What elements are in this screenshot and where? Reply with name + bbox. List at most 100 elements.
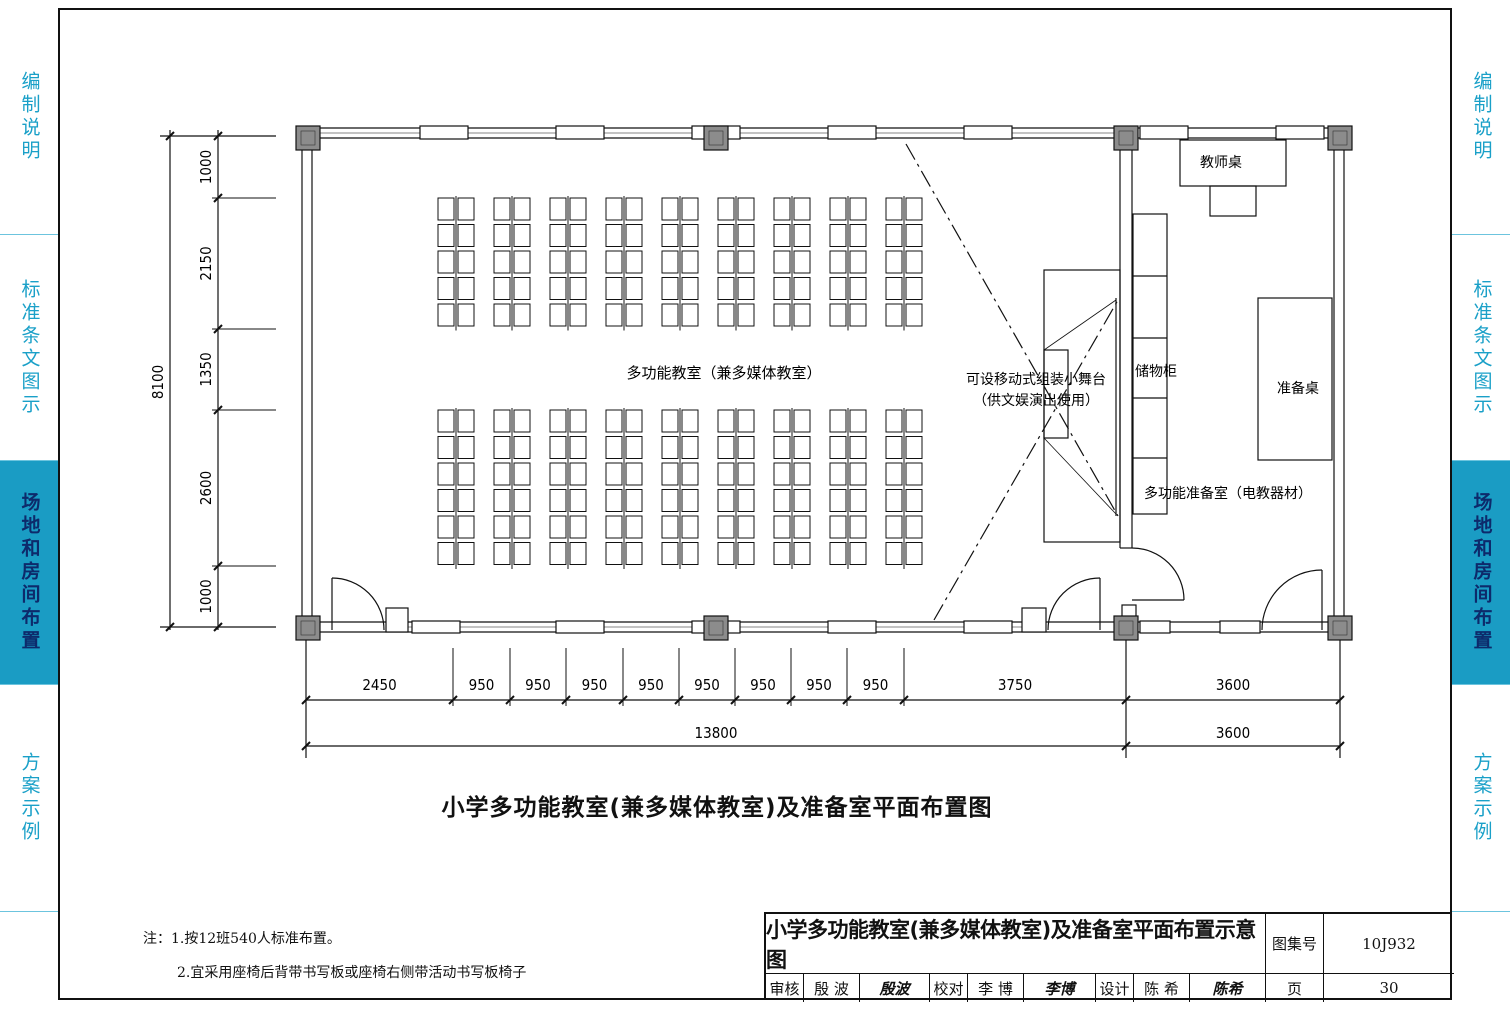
seat	[661, 277, 679, 300]
seat	[569, 489, 587, 512]
seat	[905, 197, 923, 221]
storage-label: 储物柜	[1135, 364, 1177, 380]
seat	[625, 277, 643, 300]
notes: 注：1.按12班540人标准布置。 2.宜采用座椅后背带书写板或座椅右侧带活动书…	[143, 928, 526, 996]
tab-label: 标准条文图示	[18, 278, 41, 417]
seat	[513, 436, 531, 459]
tab-label: 编制说明	[18, 71, 41, 163]
seat	[737, 515, 755, 539]
seat	[773, 542, 791, 565]
seat	[513, 197, 531, 221]
seat	[605, 197, 623, 221]
tab-compile-notes[interactable]: 编制说明	[1452, 0, 1510, 234]
seat	[885, 409, 903, 433]
seat	[737, 462, 755, 486]
seat	[513, 224, 531, 247]
dimension-text: 3600	[1216, 676, 1250, 694]
seat	[737, 542, 755, 565]
tab-site-room-layout[interactable]: 场地和房间布置	[1452, 460, 1510, 684]
dimension-text: 13800	[695, 724, 738, 742]
seat	[793, 462, 811, 486]
seat	[849, 277, 867, 300]
main-room-label: 多功能教室（兼多媒体教室）	[626, 364, 821, 382]
seat	[569, 436, 587, 459]
seat	[905, 250, 923, 274]
seat	[773, 277, 791, 300]
check-label: 校对	[930, 974, 968, 1002]
stage-label-line2: （供文娱演出使用）	[973, 392, 1099, 409]
dimension-text: 950	[469, 676, 495, 694]
seat	[493, 250, 511, 274]
seat	[625, 436, 643, 459]
seat	[625, 409, 643, 433]
stage-label-line1: 可设移动式组装小舞台	[966, 372, 1106, 388]
tab-site-room-layout[interactable]: 场地和房间布置	[0, 460, 58, 684]
tab-scheme-examples[interactable]: 方案示例	[1452, 684, 1510, 912]
seat	[437, 409, 455, 433]
seat	[905, 224, 923, 247]
seat	[885, 224, 903, 247]
seat	[493, 224, 511, 247]
right-side-tabs: 编制说明 标准条文图示 场地和房间布置 方案示例	[1452, 0, 1510, 1010]
seat	[549, 250, 567, 274]
seat	[793, 224, 811, 247]
seat	[513, 409, 531, 433]
seat	[513, 277, 531, 300]
seat	[737, 489, 755, 512]
note-1: 注：1.按12班540人标准布置。	[143, 931, 341, 947]
tab-label: 场地和房间布置	[18, 492, 41, 653]
tab-scheme-examples[interactable]: 方案示例	[0, 684, 58, 912]
seat	[661, 515, 679, 539]
seat	[549, 277, 567, 300]
seat	[661, 542, 679, 565]
tab-standard-clauses[interactable]: 标准条文图示	[1452, 234, 1510, 460]
seat	[549, 515, 567, 539]
structural-column	[703, 615, 729, 641]
seat	[885, 303, 903, 327]
teacher-desk-label: 教师桌	[1200, 155, 1242, 171]
check-signature: 李博	[1024, 974, 1096, 1002]
seat	[717, 277, 735, 300]
dimension-text: 1000	[197, 150, 215, 184]
dimension-text: 950	[582, 676, 608, 694]
seat	[457, 224, 475, 247]
seat	[493, 489, 511, 512]
seat	[625, 303, 643, 327]
seat	[717, 197, 735, 221]
tab-standard-clauses[interactable]: 标准条文图示	[0, 234, 58, 460]
seat	[829, 250, 847, 274]
seat	[885, 436, 903, 459]
seat	[793, 489, 811, 512]
seat	[849, 224, 867, 247]
page-number: 30	[1379, 979, 1399, 997]
seat	[905, 489, 923, 512]
seat	[737, 197, 755, 221]
seat	[849, 542, 867, 565]
seat	[661, 303, 679, 327]
seat	[773, 515, 791, 539]
seat	[829, 197, 847, 221]
seat	[885, 197, 903, 221]
seat	[849, 515, 867, 539]
structural-column	[1113, 125, 1139, 151]
seat	[437, 250, 455, 274]
seat	[773, 409, 791, 433]
seat	[773, 489, 791, 512]
seat	[513, 462, 531, 486]
seat	[717, 515, 735, 539]
tab-compile-notes[interactable]: 编制说明	[0, 0, 58, 234]
seat	[849, 303, 867, 327]
dimension-text: 2600	[197, 471, 215, 505]
seat	[681, 197, 699, 221]
seat	[661, 250, 679, 274]
seat	[493, 409, 511, 433]
seat	[773, 462, 791, 486]
seat	[885, 462, 903, 486]
seat	[661, 197, 679, 221]
seat	[493, 197, 511, 221]
check-name: 李 博	[968, 974, 1024, 1002]
seat	[661, 436, 679, 459]
seat	[905, 436, 923, 459]
seat	[717, 542, 735, 565]
title-block-title: 小学多功能教室(兼多媒体教室)及准备室平面布置示意图	[766, 914, 1266, 974]
